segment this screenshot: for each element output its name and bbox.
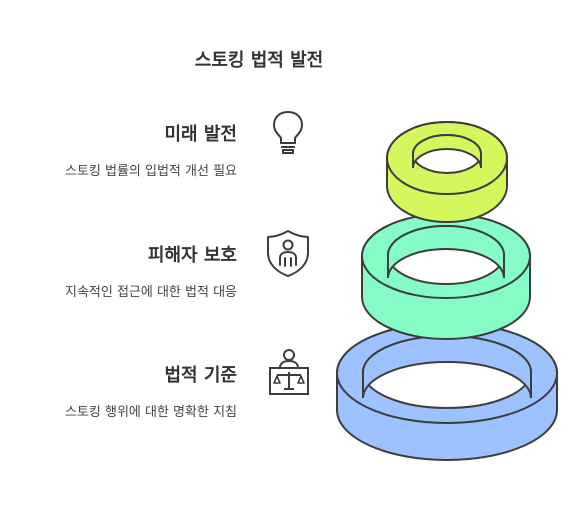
ring-legal-standard — [336, 322, 558, 461]
lightbulb-icon — [273, 111, 303, 154]
item-description: 스토킹 행위에 대한 명확한 지침 — [64, 405, 237, 420]
item-description: 스토킹 법률의 입법적 개선 필요 — [64, 164, 237, 179]
justice-scale-icon — [269, 349, 309, 395]
item-heading: 피해자 보호 — [147, 245, 237, 266]
shield-person-icon — [267, 230, 309, 277]
item-description: 지속적인 접근에 대한 법적 대응 — [64, 285, 237, 300]
ring-victim-protection — [361, 213, 531, 340]
item-heading: 미래 발전 — [164, 124, 237, 145]
item-heading: 법적 기준 — [164, 365, 237, 386]
ring-future-development — [386, 121, 508, 223]
diagram-title: 스토킹 법적 발전 — [194, 50, 324, 71]
